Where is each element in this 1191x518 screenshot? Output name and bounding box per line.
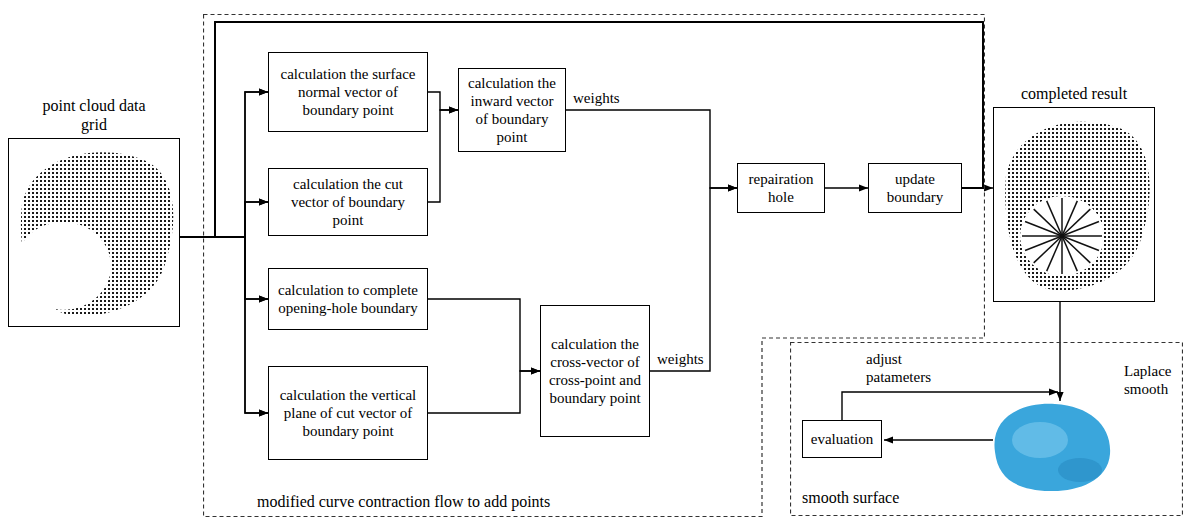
image-heading: point cloud data grid (39, 96, 149, 134)
laplace-arrow (1059, 302, 1060, 401)
flow-arrow (215, 22, 983, 237)
image-heading: completed result (1021, 84, 1127, 103)
smooth-surface-blob (994, 404, 1110, 491)
fill-stroke (1022, 235, 1062, 237)
process-box: calculation the cross-vector of cross-po… (540, 305, 650, 437)
fill-stroke (1047, 201, 1062, 236)
region-title: smooth surface (800, 488, 901, 507)
box-text: calculation the cut vector of boundary p… (275, 175, 421, 229)
point-cloud-hole (15, 222, 111, 310)
fill-stroke (1062, 236, 1090, 263)
fill-stroke (1034, 209, 1062, 236)
hole-fill-lines (1022, 198, 1102, 274)
flow-arrow (566, 110, 737, 188)
fill-stroke (1062, 235, 1102, 237)
process-box: update boundary (868, 163, 962, 213)
completed-cloud (1005, 122, 1149, 291)
flow-arrow (428, 371, 540, 413)
result-image: completed result (993, 84, 1155, 302)
process-box: calculation the vertical plane of cut ve… (268, 366, 428, 460)
annotation-label: adjust patameters (866, 350, 950, 386)
edge-label: weights (571, 89, 622, 107)
box-text: calculation the cross-vector of cross-po… (547, 335, 643, 407)
flow-arrow (215, 22, 983, 237)
process-box: calculation the cut vector of boundary p… (268, 168, 428, 236)
flow-arrow (180, 237, 268, 413)
box-text: calculation the inward vector of boundar… (465, 74, 559, 146)
edge-label-holder: weights (571, 89, 622, 107)
box-text: repairation hole (744, 170, 818, 206)
region-title: modified curve contraction flow to add p… (255, 492, 552, 511)
flow-arrow (428, 92, 458, 110)
edge-label-holder: weights (655, 350, 706, 368)
label-holder: adjust patameters (866, 350, 950, 386)
process-box: calculation the inward vector of boundar… (458, 68, 566, 152)
process-box: repairation hole (737, 163, 825, 213)
flow-arrow (962, 187, 993, 188)
flow-arrow (428, 110, 458, 202)
box-text: calculation to complete opening-hole bou… (275, 281, 421, 317)
fill-stroke (1025, 236, 1062, 251)
flow-arrow (215, 22, 983, 299)
flow-arrow (215, 22, 983, 413)
fill-stroke (1061, 236, 1063, 274)
process-box: evaluation (802, 420, 882, 458)
flow-arrow (180, 92, 268, 237)
region-border (791, 343, 1183, 516)
image-frame (993, 107, 1155, 302)
blob-highlight (1012, 422, 1068, 458)
region-border (204, 15, 985, 517)
box-text: update boundary (875, 170, 955, 206)
flow-arrow (428, 299, 540, 371)
flow-arrow (180, 237, 268, 299)
process-box: calculation to complete opening-hole bou… (268, 268, 428, 330)
box-text: calculation the vertical plane of cut ve… (275, 386, 421, 440)
fill-stroke (1062, 209, 1090, 236)
filled-hole (1020, 196, 1104, 276)
flow-arrow (650, 188, 737, 371)
fill-stroke (1062, 236, 1077, 271)
fill-stroke (1062, 221, 1099, 236)
edge-label: weights (655, 350, 706, 368)
flow-arrow (180, 202, 268, 237)
blob-shade (1058, 458, 1102, 482)
evaluation-arrow (884, 439, 993, 440)
fill-stroke (1034, 236, 1062, 263)
box-text: calculation the surface normal vector of… (275, 65, 421, 119)
adjust-arrow (842, 392, 1058, 420)
fill-stroke (1061, 198, 1063, 236)
box-text: evaluation (811, 430, 873, 448)
label-holder: Laplace smooth (1124, 362, 1180, 398)
flow-arrow (825, 187, 868, 188)
image-frame (8, 138, 180, 327)
annotation-label: Laplace smooth (1124, 362, 1180, 398)
process-box: calculation the surface normal vector of… (268, 52, 428, 132)
input-image: point cloud data grid (8, 96, 180, 327)
